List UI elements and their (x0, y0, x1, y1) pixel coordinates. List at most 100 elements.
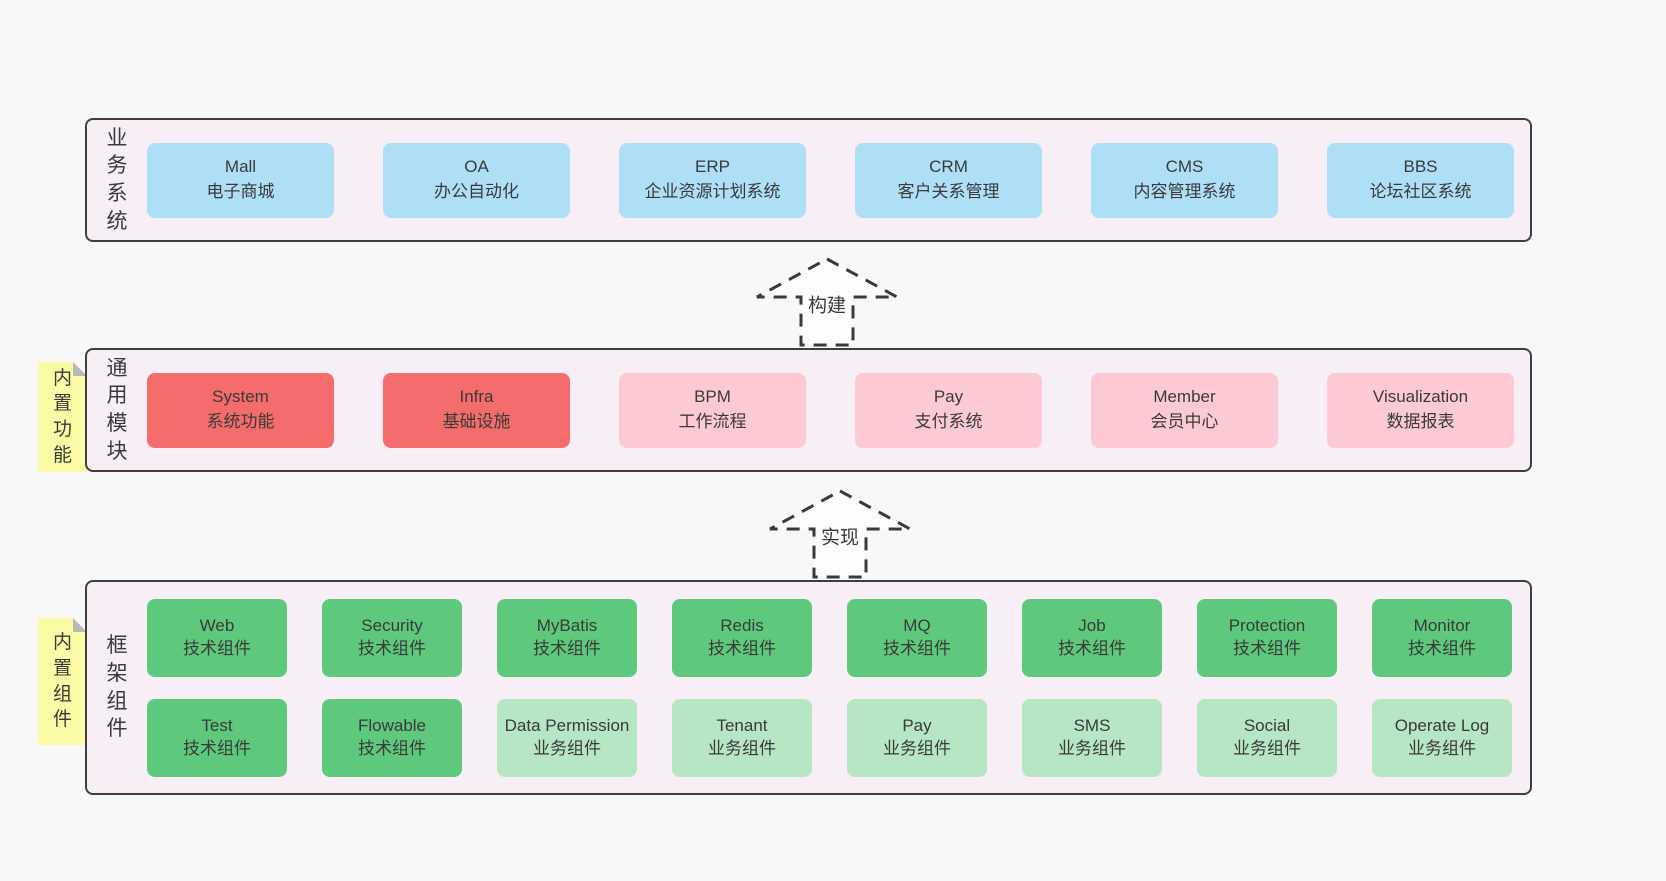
box-subtitle: 业务组件 (1058, 738, 1126, 758)
node-system: System 系统功能 (147, 372, 334, 448)
layer-label-column: 业务系统 (87, 120, 147, 240)
box-title: Social (1243, 715, 1291, 735)
node-pay-component: Pay 业务组件 (847, 698, 987, 777)
build-arrow-label: 构建 (803, 289, 851, 319)
box-subtitle: 技术组件 (1058, 638, 1126, 658)
box-title: OA (464, 157, 489, 177)
box-title: System (212, 387, 269, 407)
node-pay-system: Pay 支付系统 (855, 372, 1042, 448)
box-subtitle: 技术组件 (358, 738, 426, 758)
box-subtitle: 基础设施 (442, 412, 511, 431)
build-arrow: 构建 (752, 256, 902, 348)
box-title: Operate Log (1394, 715, 1490, 735)
box-subtitle: 电子商城 (206, 182, 275, 201)
implement-arrow-label: 实现 (816, 521, 864, 551)
box-subtitle: 业务组件 (1233, 738, 1301, 758)
box-subtitle: 技术组件 (183, 638, 251, 658)
box-title: Pay (902, 715, 932, 735)
box-title: BPM (694, 387, 731, 407)
box-title: ERP (695, 157, 730, 177)
node-job: Job 技术组件 (1022, 598, 1162, 677)
layer-business-label: 业务系统 (106, 126, 128, 233)
box-subtitle: 支付系统 (914, 412, 983, 431)
business-boxes: Mall 电子商城 OA 办公自动化 ERP 企业资源计划系统 CRM 客户关系… (147, 120, 1514, 240)
box-title: CMS (1165, 157, 1204, 177)
box-title: Mall (224, 157, 257, 177)
node-member: Member 会员中心 (1091, 372, 1278, 448)
node-bbs: BBS 论坛社区系统 (1327, 142, 1514, 218)
box-subtitle: 内容管理系统 (1133, 182, 1236, 201)
box-title: Visualization (1372, 387, 1469, 407)
node-infra: Infra 基础设施 (383, 372, 570, 448)
node-test: Test 技术组件 (147, 698, 287, 777)
box-subtitle: 企业资源计划系统 (644, 182, 781, 201)
node-cms: CMS 内容管理系统 (1091, 142, 1278, 218)
box-subtitle: 业务组件 (708, 738, 776, 758)
box-subtitle: 客户关系管理 (897, 182, 1000, 201)
layer-framework-components: 框架组件 Web 技术组件 Security 技术组件 MyBatis 技术组件… (85, 580, 1532, 795)
layer-business-systems: 业务系统 Mall 电子商城 OA 办公自动化 ERP 企业资源计划系统 CRM… (85, 118, 1532, 242)
node-social: Social 业务组件 (1197, 698, 1337, 777)
node-protection: Protection 技术组件 (1197, 598, 1337, 677)
box-subtitle: 办公自动化 (434, 182, 519, 201)
node-flowable: Flowable 技术组件 (322, 698, 462, 777)
box-title: Test (201, 715, 233, 735)
box-title: Protection (1228, 615, 1306, 635)
box-subtitle: 业务组件 (533, 738, 601, 758)
node-mybatis: MyBatis 技术组件 (497, 598, 637, 677)
layer-label-column: 通用模块 (87, 350, 147, 470)
node-erp: ERP 企业资源计划系统 (619, 142, 806, 218)
box-title: CRM (929, 157, 968, 177)
layer-common-modules: 通用模块 System 系统功能 Infra 基础设施 BPM 工作流程 Pay… (85, 348, 1532, 472)
box-subtitle: 技术组件 (1408, 638, 1476, 658)
component-row-1: Web 技术组件 Security 技术组件 MyBatis 技术组件 Redi… (147, 598, 1512, 677)
layer-label-column: 框架组件 (87, 582, 147, 793)
box-title: Flowable (357, 715, 427, 735)
node-redis: Redis 技术组件 (672, 598, 812, 677)
box-subtitle: 技术组件 (883, 638, 951, 658)
tag-built-in-functions: 内置功能 (38, 362, 87, 472)
node-visualization: Visualization 数据报表 (1327, 372, 1514, 448)
box-title: Data Permission (504, 715, 630, 735)
component-rows: Web 技术组件 Security 技术组件 MyBatis 技术组件 Redi… (147, 582, 1512, 793)
node-monitor: Monitor 技术组件 (1372, 598, 1512, 677)
tag-built-in-components: 内置组件 (38, 618, 87, 745)
box-subtitle: 技术组件 (708, 638, 776, 658)
box-subtitle: 技术组件 (533, 638, 601, 658)
box-title: MyBatis (536, 615, 598, 635)
box-title: MQ (903, 615, 931, 635)
implement-arrow: 实现 (765, 488, 915, 580)
node-oa: OA 办公自动化 (383, 142, 570, 218)
layer-modules-label: 通用模块 (106, 356, 128, 463)
box-title: Security (361, 615, 423, 635)
box-subtitle: 技术组件 (183, 738, 251, 758)
node-mq: MQ 技术组件 (847, 598, 987, 677)
box-subtitle: 业务组件 (1408, 738, 1476, 758)
box-title: Infra (459, 387, 494, 407)
box-title: Monitor (1413, 615, 1471, 635)
box-subtitle: 论坛社区系统 (1369, 182, 1472, 201)
node-bpm: BPM 工作流程 (619, 372, 806, 448)
box-title: Web (199, 615, 235, 635)
node-tenant: Tenant 业务组件 (672, 698, 812, 777)
box-title: Member (1153, 387, 1216, 407)
box-title: Tenant (716, 715, 768, 735)
box-subtitle: 技术组件 (1233, 638, 1301, 658)
box-subtitle: 技术组件 (358, 638, 426, 658)
tag-built-in-components-label: 内置组件 (52, 632, 72, 731)
box-title: SMS (1073, 715, 1111, 735)
box-title: Job (1078, 615, 1106, 635)
box-subtitle: 会员中心 (1150, 412, 1219, 431)
node-crm: CRM 客户关系管理 (855, 142, 1042, 218)
node-operate-log: Operate Log 业务组件 (1372, 698, 1512, 777)
box-subtitle: 系统功能 (206, 412, 275, 431)
box-title: Redis (720, 615, 764, 635)
tag-built-in-functions-label: 内置功能 (52, 367, 72, 466)
module-boxes: System 系统功能 Infra 基础设施 BPM 工作流程 Pay 支付系统… (147, 350, 1514, 470)
box-subtitle: 工作流程 (678, 412, 747, 431)
box-title: BBS (1403, 157, 1438, 177)
node-web: Web 技术组件 (147, 598, 287, 677)
node-mall: Mall 电子商城 (147, 142, 334, 218)
box-title: Pay (933, 387, 964, 407)
